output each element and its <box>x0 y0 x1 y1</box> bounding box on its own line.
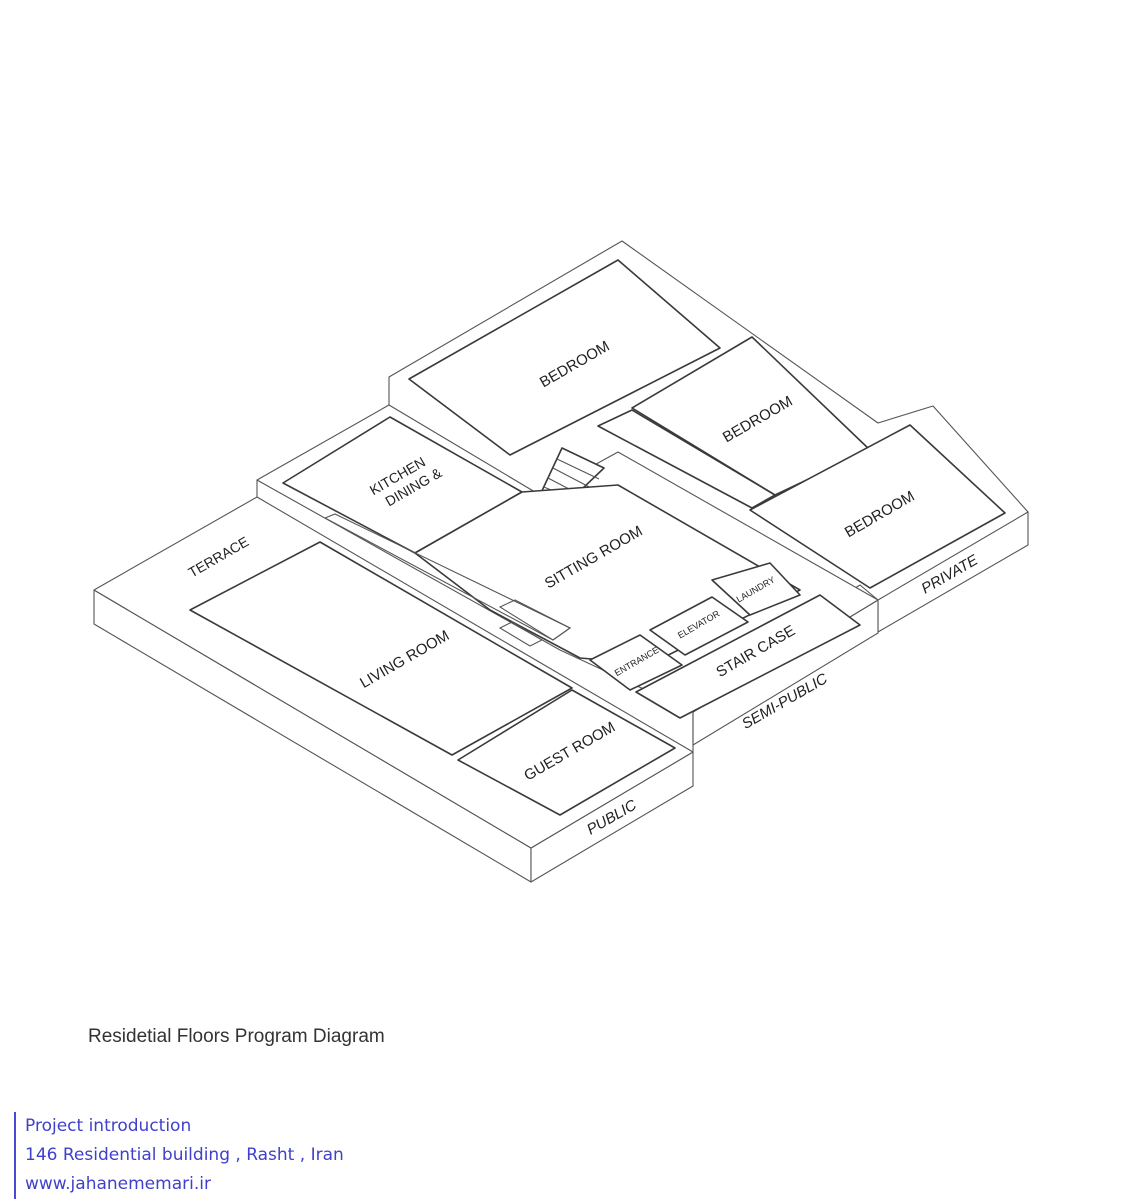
project-credits: Project introduction 146 Residential bui… <box>14 1112 344 1199</box>
elevator-room <box>649 596 749 656</box>
guest-room <box>457 689 676 816</box>
entrance-room <box>589 634 683 691</box>
diagram-caption: Residetial Floors Program Diagram <box>88 1026 385 1047</box>
bedroom-top-room <box>408 259 721 456</box>
credits-line-website[interactable]: www.jahanememari.ir <box>25 1174 211 1194</box>
laundry-room <box>711 562 801 616</box>
program-diagram: BEDROOM BEDROOM BEDROOM KITCHEN DINING &… <box>93 240 1029 883</box>
corridor-private <box>597 409 776 509</box>
credits-line-project: 146 Residential building , Rasht , Iran <box>25 1145 344 1165</box>
bedroom-right-room <box>749 424 1006 589</box>
credits-line-introduction: Project introduction <box>25 1116 192 1136</box>
living-room <box>189 541 573 756</box>
corridor-steps <box>323 513 572 647</box>
stair-case-room <box>635 594 861 719</box>
